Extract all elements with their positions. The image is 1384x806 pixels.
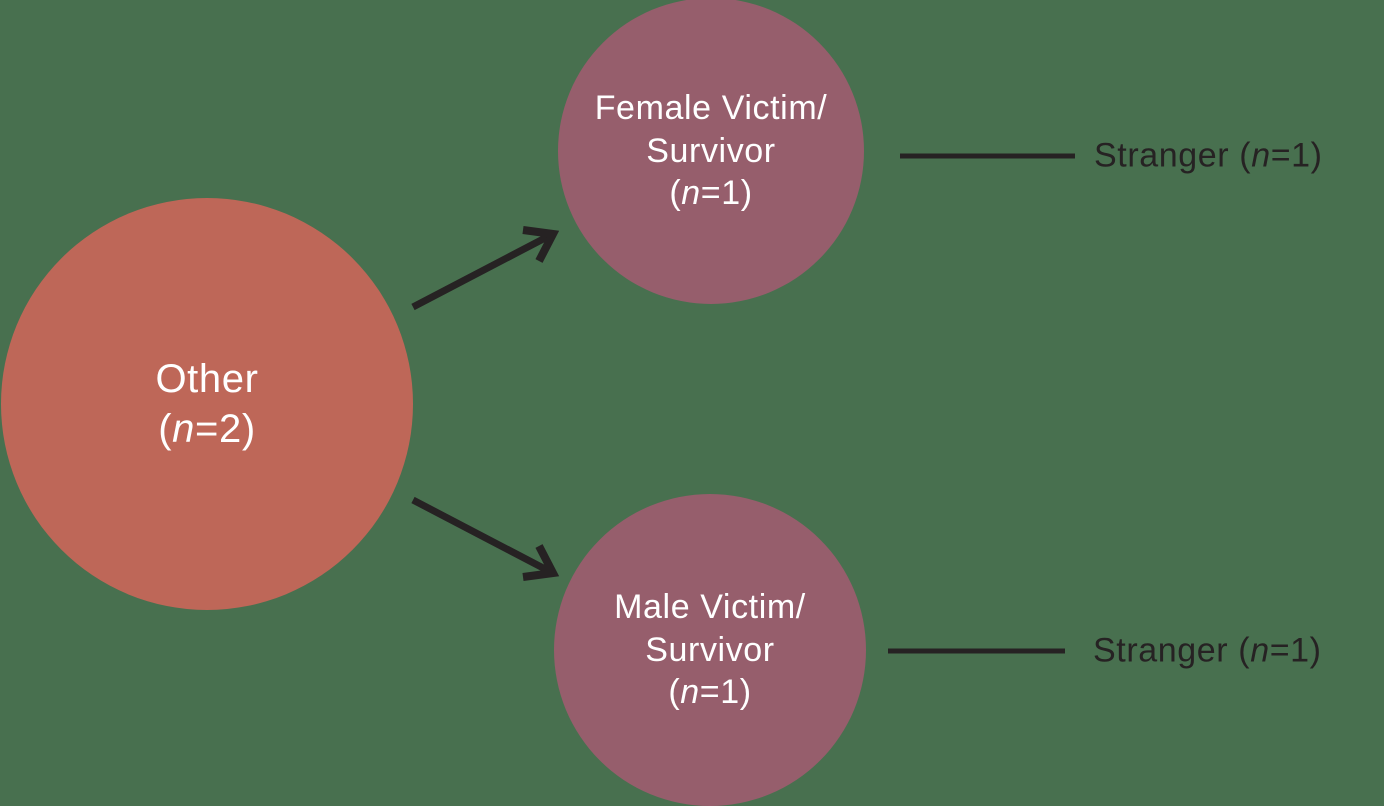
node-male-count-open: ( xyxy=(668,673,681,712)
leaf-stranger-female-prefix: Stranger ( xyxy=(1094,136,1252,175)
arrow-other-to-female-shaft xyxy=(411,233,549,311)
leaf-stranger-female: Stranger (n=1) xyxy=(1094,137,1323,176)
node-other-count-open: ( xyxy=(158,407,173,451)
arrow-other-to-male-head xyxy=(522,544,560,581)
node-female-line1-text: Female Victim/ xyxy=(594,88,828,127)
node-male-line1: Male Victim/ xyxy=(614,586,806,629)
node-other-count-var: n xyxy=(172,407,196,451)
node-male-line2-text: Survivor xyxy=(645,630,775,669)
node-female-count-close: =1) xyxy=(700,174,753,213)
node-female-victim-survivor: Female Victim/ Survivor (n=1) xyxy=(558,0,864,304)
node-other-name-text: Other xyxy=(155,356,259,401)
leaf-stranger-male-suffix: =1) xyxy=(1269,631,1322,670)
node-other: Other (n=2) xyxy=(1,198,413,610)
node-other-name: Other xyxy=(155,354,258,404)
node-female-line2: Survivor xyxy=(595,130,828,173)
node-female-count-var: n xyxy=(681,174,701,213)
arrow-other-to-male-shaft xyxy=(411,496,549,574)
node-male-label: Male Victim/ Survivor (n=1) xyxy=(614,586,806,714)
node-other-count-close: =2) xyxy=(195,407,256,451)
node-other-label: Other (n=2) xyxy=(155,354,258,455)
node-female-label: Female Victim/ Survivor (n=1) xyxy=(595,87,828,215)
node-male-line1-text: Male Victim/ xyxy=(614,587,806,626)
leaf-stranger-male: Stranger (n=1) xyxy=(1093,632,1322,671)
node-male-line2: Survivor xyxy=(614,629,806,672)
arrow-other-to-female-head xyxy=(522,226,560,263)
node-female-line2-text: Survivor xyxy=(646,131,776,170)
node-male-victim-survivor: Male Victim/ Survivor (n=1) xyxy=(554,494,866,806)
leaf-stranger-female-var: n xyxy=(1251,136,1271,175)
node-female-count-open: ( xyxy=(669,174,682,213)
leaf-stranger-male-prefix: Stranger ( xyxy=(1093,631,1251,670)
node-male-count-close: =1) xyxy=(699,673,752,712)
leaf-stranger-female-suffix: =1) xyxy=(1270,136,1323,175)
node-male-count: (n=1) xyxy=(614,671,806,714)
node-male-count-var: n xyxy=(680,673,700,712)
leaf-stranger-male-var: n xyxy=(1250,631,1270,670)
node-female-line1: Female Victim/ xyxy=(595,87,828,130)
node-other-count: (n=2) xyxy=(155,404,258,454)
node-female-count: (n=1) xyxy=(595,172,828,215)
